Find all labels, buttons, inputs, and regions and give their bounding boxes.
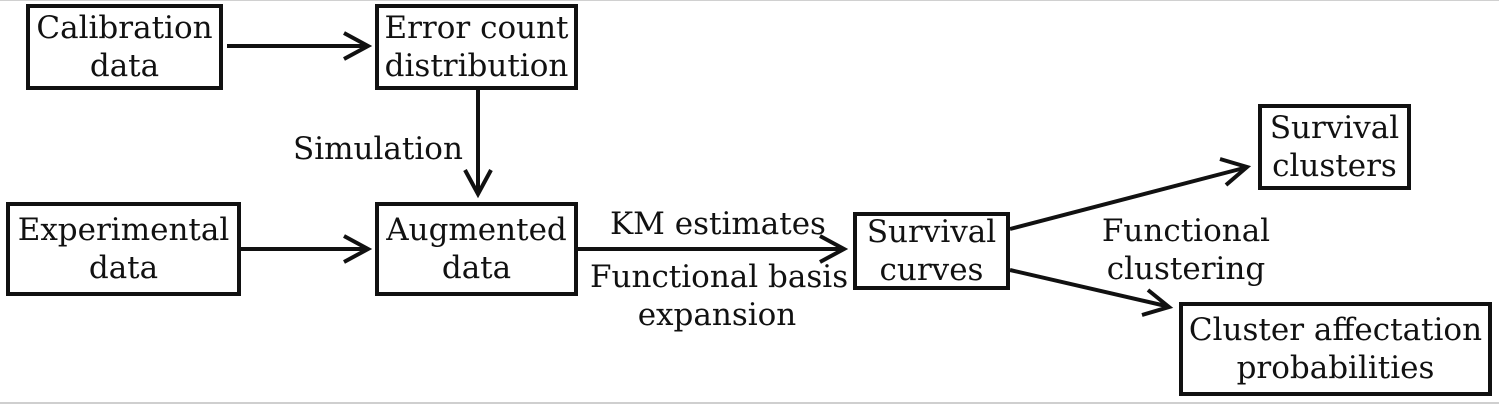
arrowhead-calibration-to-error xyxy=(343,31,373,61)
cluster-affectation-line2: probabilities xyxy=(1236,350,1435,386)
functional-clustering-label: Functional clustering xyxy=(1098,212,1274,288)
arrow-survival-to-clusters xyxy=(1009,166,1245,231)
survival-curves-box: Survival curves xyxy=(853,212,1010,290)
survival-curves-line1: Survival xyxy=(866,214,997,250)
functional-basis-line2: expansion xyxy=(637,297,797,333)
survival-clusters-box: Survival clusters xyxy=(1258,104,1411,190)
calibration-data-box: Calibration data xyxy=(26,4,223,90)
functional-clustering-line2: clustering xyxy=(1106,251,1266,287)
error-count-line2: distribution xyxy=(384,48,569,84)
arrowhead-survival-to-affectation xyxy=(1141,288,1174,317)
augmented-line1: Augmented xyxy=(386,212,567,248)
augmented-line2: data xyxy=(441,250,512,286)
experimental-line2: data xyxy=(88,250,159,286)
arrowhead-experimental-to-augmented xyxy=(343,234,373,264)
error-count-box: Error count distribution xyxy=(375,4,578,90)
arrow-survival-to-affectation xyxy=(1009,268,1167,308)
simulation-label: Simulation xyxy=(293,131,463,167)
augmented-data-box: Augmented data xyxy=(375,202,578,296)
survival-clusters-line2: clusters xyxy=(1272,148,1397,184)
functional-basis-line1: Functional basis xyxy=(590,259,849,295)
calibration-line2: data xyxy=(89,48,160,84)
cluster-affectation-box: Cluster affectation probabilities xyxy=(1179,302,1492,396)
cluster-affectation-line1: Cluster affectation xyxy=(1188,312,1483,348)
experimental-line1: Experimental xyxy=(17,212,230,248)
km-estimates-label: KM estimates xyxy=(610,206,826,242)
calibration-line1: Calibration xyxy=(36,10,213,46)
arrowhead-augmented-to-survival xyxy=(819,234,849,264)
arrowhead-survival-to-clusters xyxy=(1219,157,1252,187)
functional-clustering-line1: Functional xyxy=(1101,213,1271,249)
survival-curves-line2: curves xyxy=(879,252,984,288)
experimental-data-box: Experimental data xyxy=(6,202,241,296)
survival-clusters-line1: Survival xyxy=(1269,110,1400,146)
functional-basis-label: Functional basis expansion xyxy=(590,258,849,334)
error-count-line1: Error count xyxy=(384,10,569,46)
arrowhead-error-to-augmented xyxy=(463,169,493,199)
